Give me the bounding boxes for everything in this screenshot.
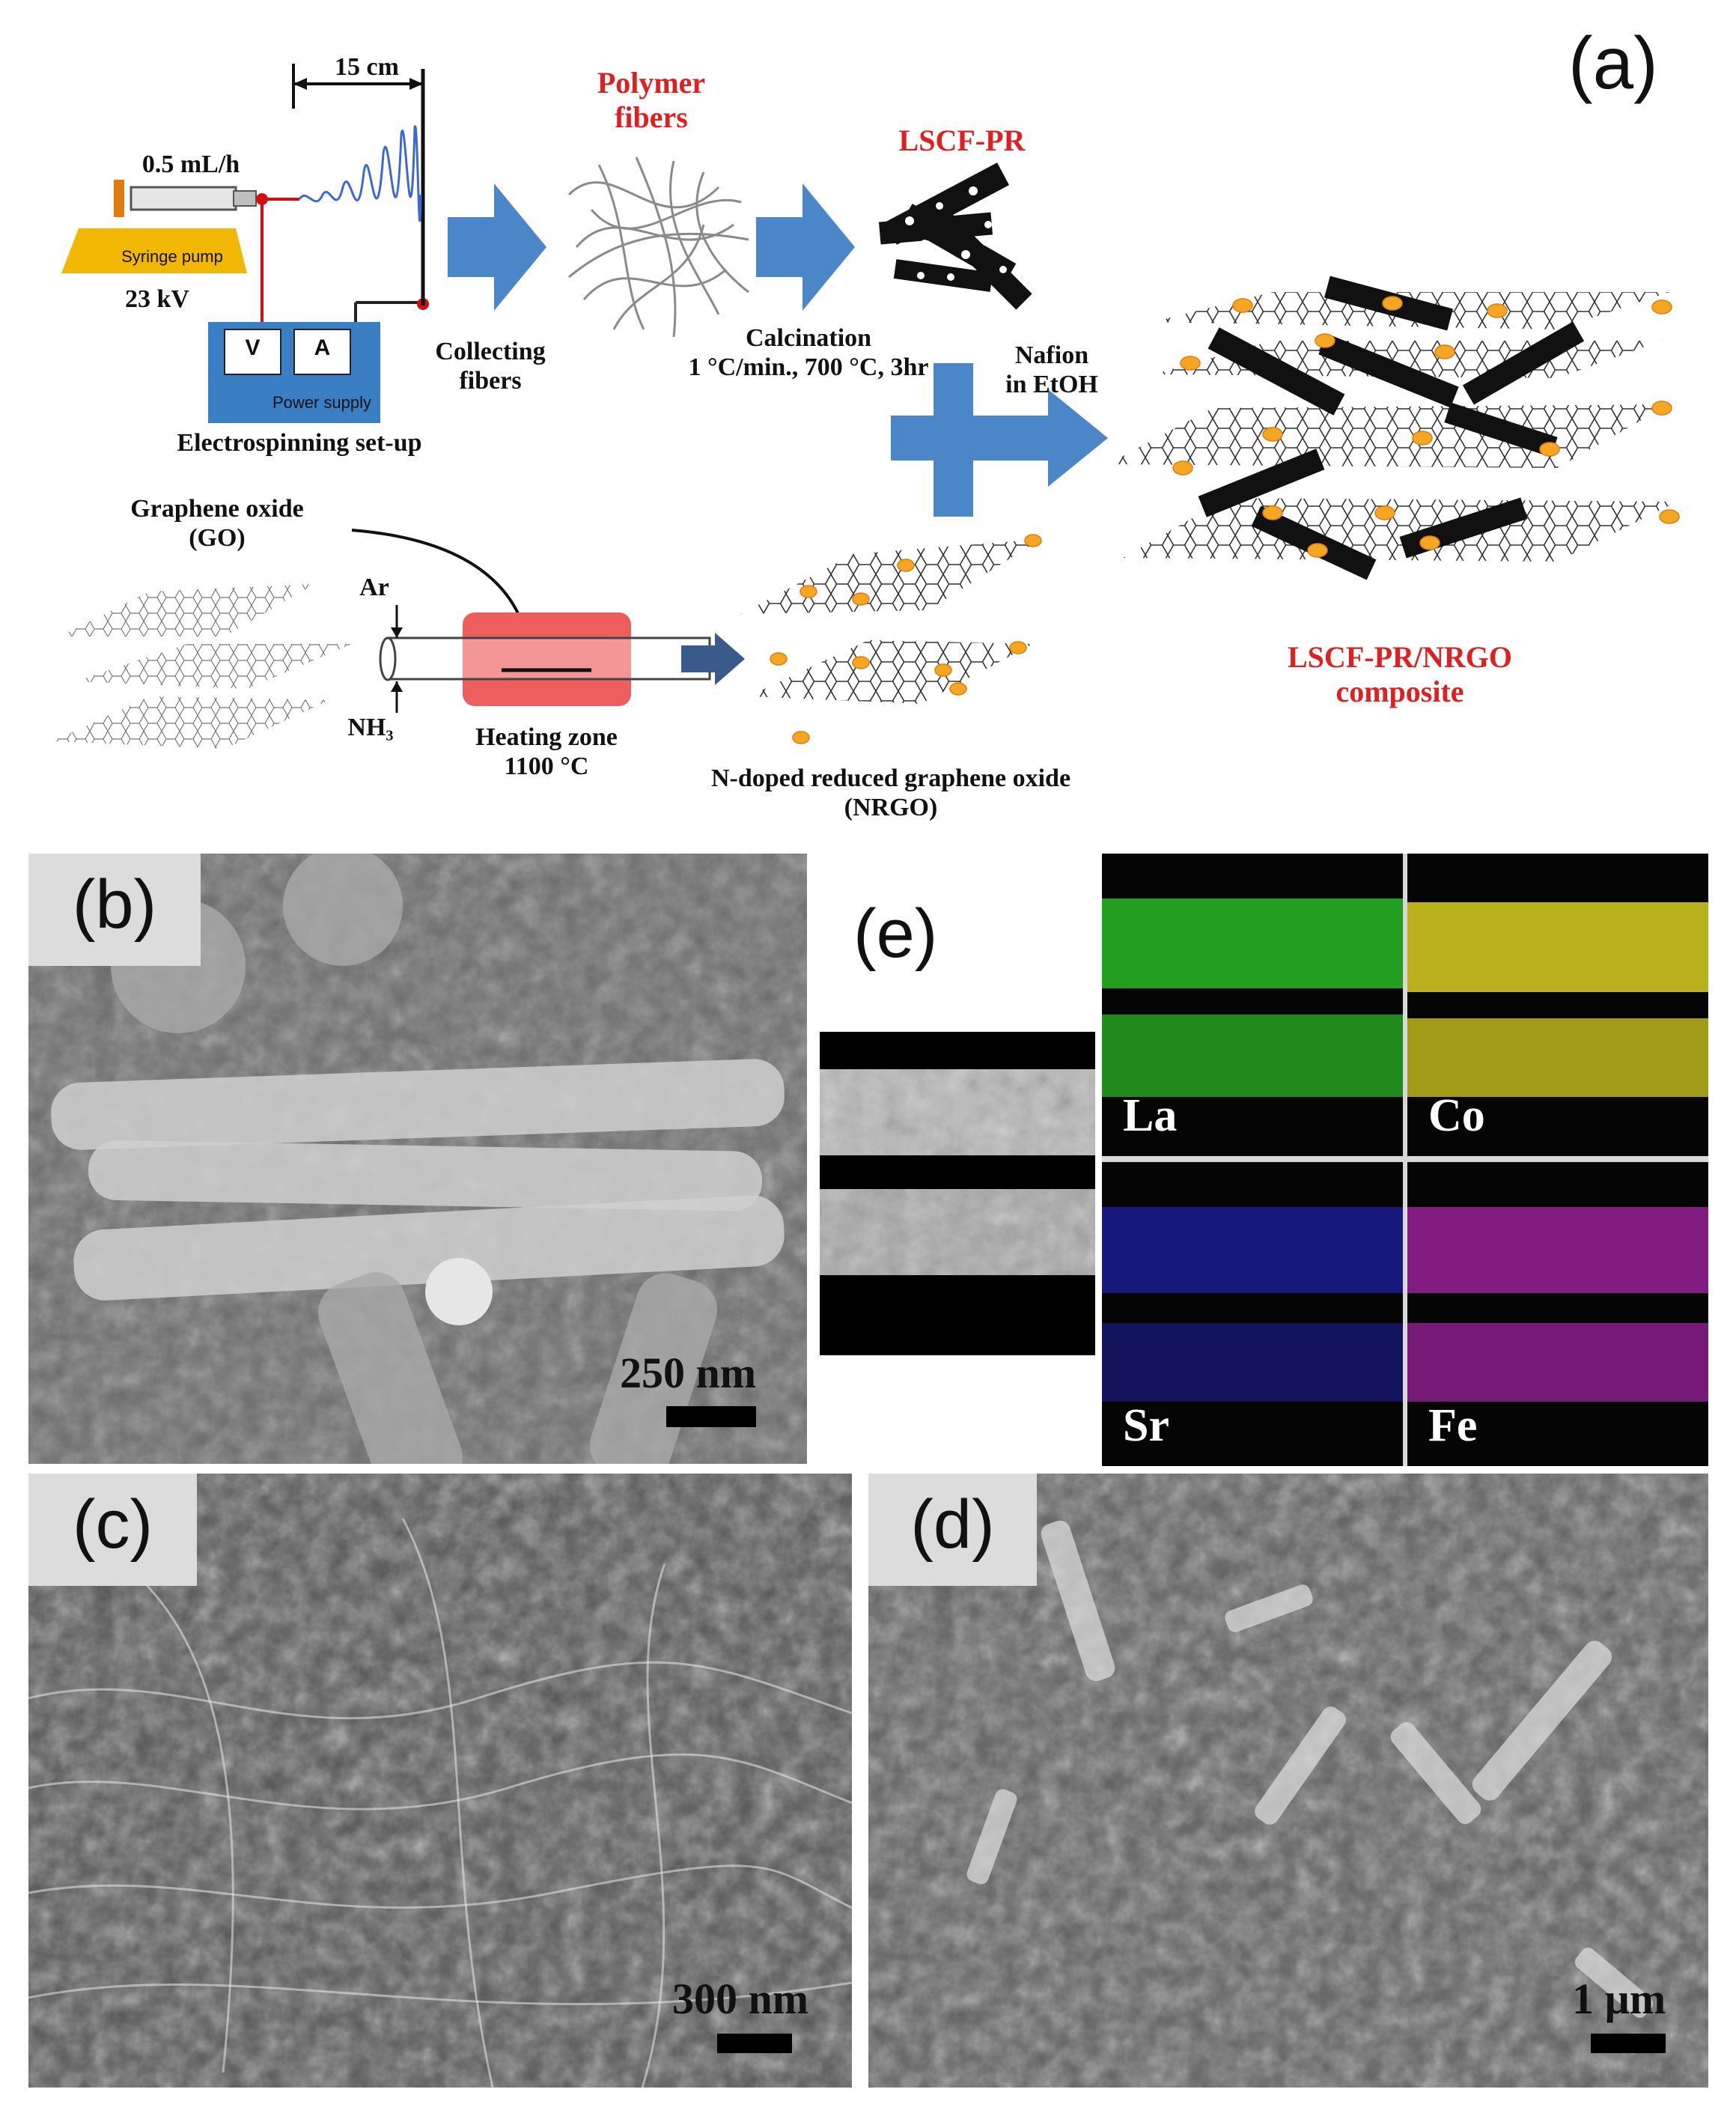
- panel-b-label: (b): [28, 854, 201, 966]
- flow-rate-label: 0.5 mL/h: [141, 151, 240, 178]
- arrow-to-nrgo: [681, 633, 745, 685]
- gas-ar-label: Ar: [359, 574, 389, 601]
- syringe-pump-body: [61, 228, 247, 273]
- panel-d-sem-image: (d) 1 µm: [868, 1474, 1708, 2088]
- composite-line2: composite: [1335, 675, 1464, 708]
- nrgo-line1: N-doped reduced graphene oxide: [710, 764, 1071, 792]
- panel-c-scale-bar: [717, 2034, 792, 2053]
- arrow-to-lscf: [756, 183, 855, 311]
- edx-label-sr: Sr: [1123, 1400, 1169, 1451]
- graphene-oxide-label: Graphene oxide (GO): [97, 494, 337, 553]
- edx-map-sr: Sr: [1102, 1162, 1403, 1466]
- meter-a-text: A: [314, 335, 331, 360]
- edx-label-la: La: [1123, 1090, 1178, 1141]
- nafion-line1: Nafion: [1014, 341, 1089, 369]
- composite-label: LSCF-PR/NRGO composite: [1243, 640, 1557, 709]
- panel-e-label: (e): [853, 896, 938, 972]
- edx-map-fe: Fe: [1407, 1162, 1708, 1466]
- collecting-label: Collecting fibers: [419, 337, 561, 395]
- polymer-fibers: [567, 156, 749, 338]
- heating-line2: 1100 °C: [504, 753, 589, 781]
- nafion-line2: in EtOH: [1005, 371, 1098, 399]
- panel-c-label: (c): [28, 1474, 197, 1586]
- syringe-plunger: [114, 180, 124, 217]
- polymer-fibers-label: Polymer fibers: [569, 66, 734, 135]
- nafion-label: Nafion in EtOH: [992, 341, 1112, 399]
- meter-v-box: [224, 329, 281, 375]
- dimension-label: 15 cm: [335, 53, 399, 81]
- plus-arrow: [891, 363, 1108, 517]
- edx-label-co: Co: [1428, 1090, 1485, 1141]
- meter-a-box: [293, 329, 351, 375]
- arrow-to-fibers: [448, 183, 546, 311]
- composite-graphene-sheets: [1108, 292, 1677, 562]
- edx-map-la: La: [1102, 854, 1403, 1156]
- go-line2: (GO): [189, 524, 246, 553]
- calcination-line2: 1 °C/min., 700 °C, 3hr: [688, 353, 929, 382]
- n-dopant-markers: [1172, 296, 1680, 558]
- collecting-line2: fibers: [459, 367, 522, 395]
- polymer-line2: fibers: [615, 100, 688, 134]
- polymer-line1: Polymer: [597, 66, 706, 100]
- fiber-jet: [298, 125, 422, 222]
- panel-b-sem-image: (b) 250 nm: [28, 854, 807, 1464]
- panel-d-label: (d): [868, 1474, 1037, 1586]
- nrgo-line2: (NRGO): [844, 794, 938, 822]
- panel-e-stem-image: [820, 1032, 1095, 1355]
- setup-caption: Electrospinning set-up: [177, 429, 422, 457]
- panel-b-scale-text: 250 nm: [620, 1349, 757, 1397]
- edx-label-fe: Fe: [1428, 1400, 1478, 1451]
- lscf-pr-label: LSCF-PR: [898, 124, 1026, 157]
- meter-v-text: V: [245, 335, 261, 360]
- panel-c-scale-text: 300 nm: [672, 1974, 809, 2023]
- quartz-tube: [386, 636, 711, 681]
- go-line1: Graphene oxide: [130, 495, 304, 523]
- calcination-label: Calcination 1 °C/min., 700 °C, 3hr: [659, 323, 958, 382]
- heating-zone: [463, 612, 631, 706]
- heating-zone-label: Heating zone 1100 °C: [449, 723, 644, 781]
- nrgo-sheets: [741, 539, 1041, 704]
- voltage-label: 23 kV: [125, 285, 189, 313]
- edx-map-grid: La Co Sr Fe: [1102, 854, 1708, 1466]
- heating-line1: Heating zone: [475, 723, 618, 751]
- panel-a-label: (a): [1568, 22, 1658, 104]
- panel-d-scale-text: 1 µm: [1572, 1974, 1666, 2023]
- nrgo-label: N-doped reduced graphene oxide (NRGO): [666, 764, 1115, 822]
- panel-b-scale-bar: [666, 1406, 756, 1427]
- edx-map-co: Co: [1407, 854, 1708, 1156]
- syringe-pump-text: Syringe pump: [121, 247, 223, 266]
- power-supply-text: Power supply: [272, 393, 372, 412]
- panel-c-sem-image: (c) 300 nm: [28, 1474, 852, 2088]
- lscf-pr-rods: [878, 162, 1032, 310]
- composite-line1: LSCF-PR/NRGO: [1288, 640, 1512, 674]
- syringe-barrel: [130, 186, 237, 211]
- gas-nh3-label: NH₃: [347, 714, 394, 741]
- collecting-line1: Collecting: [435, 338, 546, 365]
- calcination-line1: Calcination: [745, 324, 872, 352]
- panel-d-scale-bar: [1591, 2034, 1666, 2053]
- graphene-oxide-sheets: [52, 584, 352, 749]
